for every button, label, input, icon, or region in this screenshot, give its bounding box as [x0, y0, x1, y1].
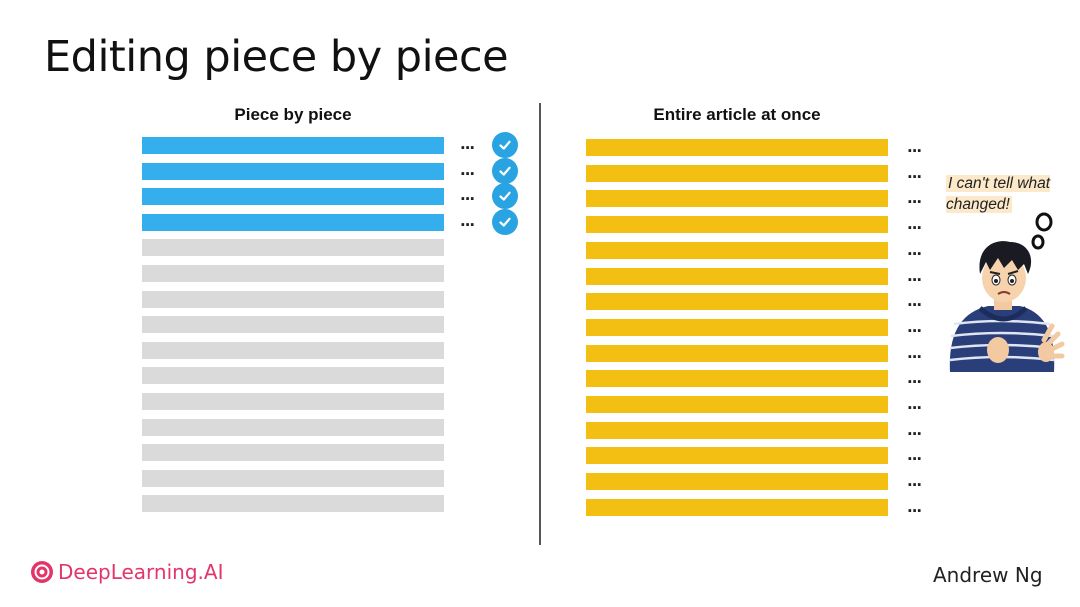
article-line [586, 165, 888, 182]
article-line [586, 422, 888, 439]
article-line [586, 242, 888, 259]
article-line [586, 319, 888, 336]
pending-line [142, 291, 444, 308]
brand-name: DeepLearning.AI [58, 560, 224, 584]
entire-article-heading: Entire article at once [653, 105, 821, 124]
line-marker: ... [907, 369, 922, 387]
line-marker: ... [907, 498, 922, 516]
slide-title: Editing piece by piece [44, 32, 509, 82]
line-marker: ... [907, 472, 922, 490]
pending-line [142, 419, 444, 436]
line-marker: ... [907, 267, 922, 285]
article-line [586, 139, 888, 156]
line-marker: ... [460, 212, 475, 230]
line-marker: ... [460, 186, 475, 204]
edited-line [142, 188, 444, 205]
check-icon [492, 183, 518, 209]
article-line [586, 396, 888, 413]
line-marker: ... [907, 215, 922, 233]
edited-line [142, 163, 444, 180]
article-line [586, 370, 888, 387]
pending-line [142, 316, 444, 333]
edited-line [142, 137, 444, 154]
pending-line [142, 342, 444, 359]
article-line [586, 268, 888, 285]
line-marker: ... [907, 189, 922, 207]
pending-line [142, 367, 444, 384]
confused-person-icon [949, 212, 1065, 372]
line-marker: ... [907, 344, 922, 362]
line-marker: ... [907, 395, 922, 413]
line-marker: ... [907, 164, 922, 182]
pending-line [142, 393, 444, 410]
article-line [586, 190, 888, 207]
line-marker: ... [907, 138, 922, 156]
deeplearning-logo-icon [31, 561, 53, 583]
thought-bubble-text: I can't tell what changed! [946, 175, 1051, 213]
line-marker: ... [460, 135, 475, 153]
line-marker: ... [907, 292, 922, 310]
article-line [586, 447, 888, 464]
line-marker: ... [460, 161, 475, 179]
panel-divider [539, 103, 541, 545]
check-icon [492, 158, 518, 184]
pending-line [142, 239, 444, 256]
brand-logo: DeepLearning.AI [30, 560, 223, 584]
edited-line [142, 214, 444, 231]
article-line [586, 293, 888, 310]
line-marker: ... [907, 241, 922, 259]
pending-line [142, 444, 444, 461]
pending-line [142, 495, 444, 512]
thought-bubble: I can't tell what changed! [946, 173, 1080, 215]
check-icon [492, 209, 518, 235]
check-icon [492, 132, 518, 158]
article-line [586, 216, 888, 233]
article-line [586, 473, 888, 490]
article-line [586, 345, 888, 362]
line-marker: ... [907, 318, 922, 336]
presenter-name: Andrew Ng [933, 563, 1043, 587]
pending-line [142, 470, 444, 487]
line-marker: ... [907, 446, 922, 464]
piece-by-piece-heading: Piece by piece [234, 105, 352, 124]
pending-line [142, 265, 444, 282]
article-line [586, 499, 888, 516]
line-marker: ... [907, 421, 922, 439]
